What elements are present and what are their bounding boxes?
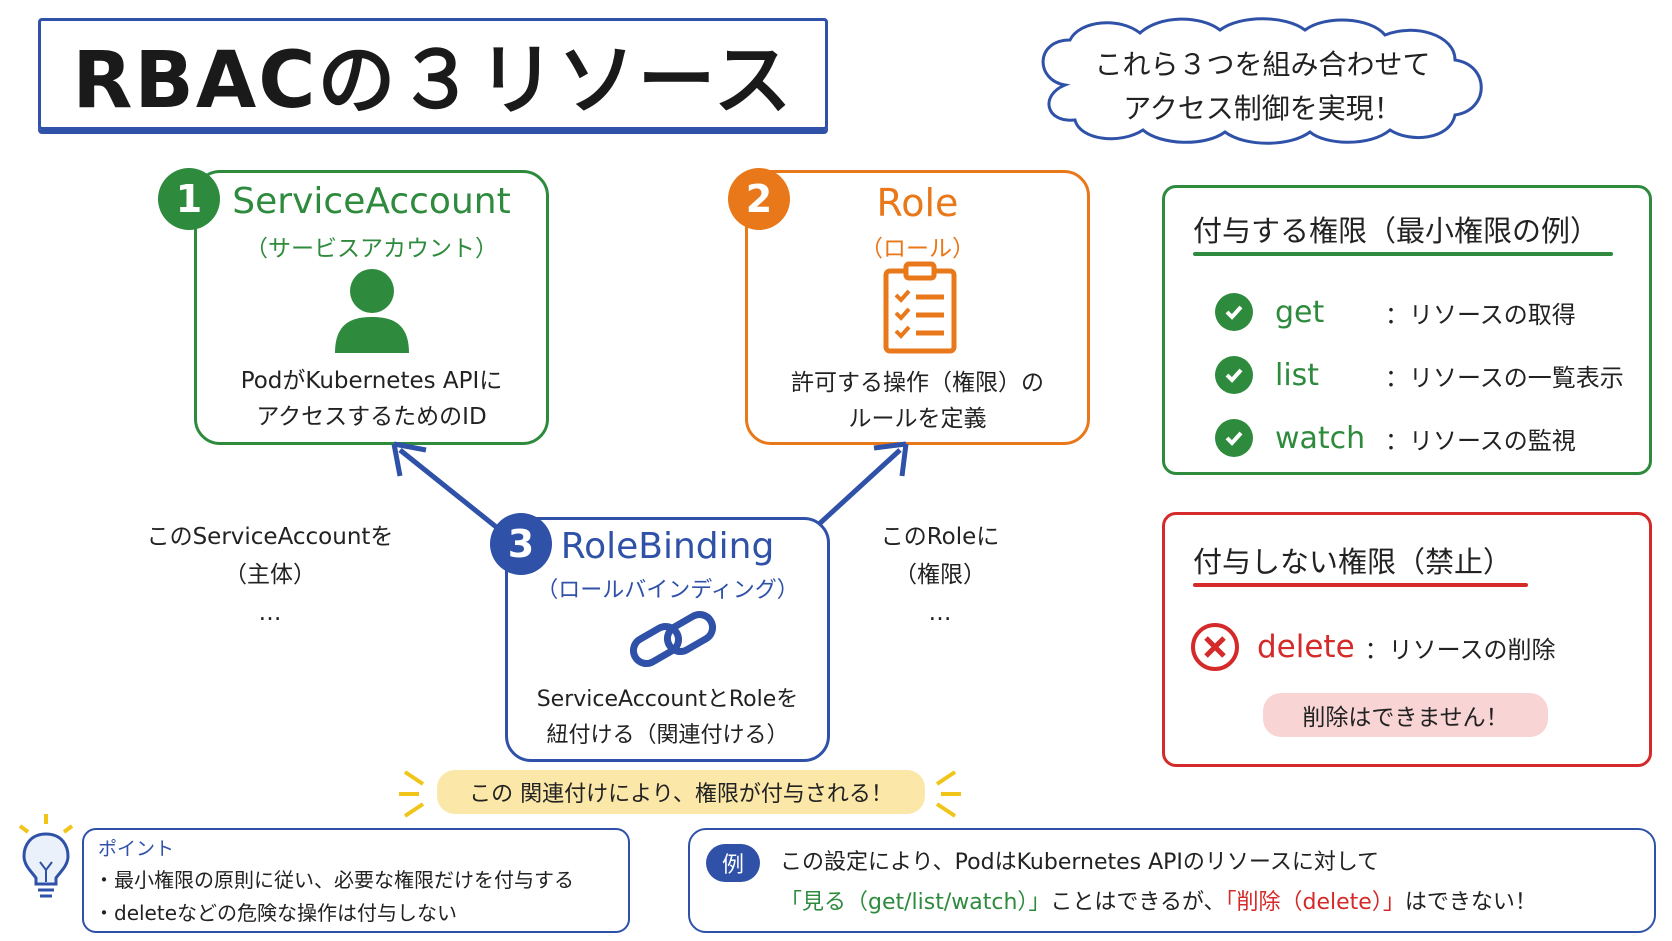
role-desc-2: ルールを定義 <box>848 406 987 432</box>
arrow-head-right-icon <box>873 441 909 477</box>
check-icon <box>1215 356 1253 394</box>
role-binding-name: RoleBinding <box>560 526 775 567</box>
check-icon <box>1215 293 1253 331</box>
granted-permissions-box: 付与する権限（最小権限の例） get ：リソースの取得 list ：リソースの一… <box>1162 185 1652 475</box>
clipboard-checklist-icon <box>883 261 957 354</box>
number-badge-1: 1 <box>158 168 220 230</box>
page-title: RBACの３リソース <box>72 36 794 126</box>
example-box: 例 この設定により、PodはKubernetes APIのリソースに対して 「見… <box>688 828 1656 933</box>
denied-permissions-box: 付与しない権限（禁止） delete ：リソースの削除 削除はできません！ <box>1162 512 1652 767</box>
granted-verb: watch <box>1275 420 1366 456</box>
denied-item-delete: delete ：リソースの削除 <box>1189 620 1555 674</box>
point-box: ポイント ・最小権限の原則に従い、必要な権限だけを付与する ・deleteなどの… <box>82 828 630 933</box>
right-note-1: このRoleに <box>880 524 1000 550</box>
number-badge-3: 3 <box>490 513 552 575</box>
service-account-desc-2: アクセスするためのID <box>256 404 487 430</box>
example-allowed: 「見る（get/list/watch）」 <box>780 890 1051 915</box>
service-account-desc-1: PodがKubernetes APIに <box>240 368 503 394</box>
cloud-callout: これら３つを組み合わせて アクセス制御を実現！ <box>1025 15 1500 145</box>
left-note-1: このServiceAccountを <box>146 524 394 550</box>
lightbulb-icon <box>18 814 74 898</box>
denied-title-underline <box>1193 583 1528 587</box>
role-binding-reading: （ロールバインディング） <box>536 578 799 603</box>
example-end: はできない！ <box>1404 890 1537 915</box>
service-account-name: ServiceAccount <box>232 181 511 222</box>
point-line-1: ・最小権限の原則に従い、必要な権限だけを付与する <box>94 868 574 892</box>
role-name: Role <box>876 181 959 225</box>
granted-verb: list <box>1275 357 1320 393</box>
granted-title-underline <box>1193 252 1613 256</box>
left-note: このServiceAccountを （主体） … <box>140 518 400 632</box>
example-mid: ことはできるが、 <box>1050 890 1226 915</box>
right-note: このRoleに （権限） … <box>840 518 1040 632</box>
point-line-2: ・deleteなどの危険な操作は付与しない <box>94 901 458 925</box>
cross-circle-icon <box>1191 623 1239 671</box>
role-card: Role （ロール） 許可する操作（権限）の ルールを定義 <box>745 170 1090 445</box>
role-binding-desc-1: ServiceAccountとRoleを <box>536 687 799 712</box>
example-line-1: この設定により、PodはKubernetes APIのリソースに対して <box>780 850 1380 875</box>
granted-verb: get <box>1275 294 1325 330</box>
granted-title: 付与する権限（最小権限の例） <box>1193 214 1600 248</box>
granted-item-watch: watch ：リソースの監視 <box>1215 416 1576 460</box>
chain-link-icon <box>629 611 717 667</box>
title-box: RBACの３リソース <box>38 18 828 130</box>
point-label: ポイント <box>98 838 175 860</box>
right-note-3: … <box>928 600 952 626</box>
denied-desc: ：リソースの削除 <box>1364 635 1556 664</box>
sparkle-lines-icon <box>399 770 961 818</box>
example-denied: 「削除（delete）」 <box>1225 890 1405 915</box>
granted-desc: ：リソースの一覧表示 <box>1385 363 1624 392</box>
right-note-2: （権限） <box>894 562 986 588</box>
denied-note: 削除はできません！ <box>1263 693 1548 737</box>
check-icon <box>1215 419 1253 457</box>
binding-banner: この 関連付けにより、権限が付与される！ <box>437 770 925 814</box>
number-badge-2: 2 <box>728 168 790 230</box>
user-icon <box>335 269 409 353</box>
service-account-reading: （サービスアカウント） <box>245 236 498 262</box>
arrow-head-left-icon <box>391 441 427 477</box>
granted-desc: ：リソースの取得 <box>1385 300 1576 329</box>
left-note-2: （主体） <box>224 562 316 588</box>
left-note-3: … <box>258 600 282 626</box>
binding-arrows <box>391 441 909 532</box>
role-binding-card: RoleBinding （ロールバインディング） ServiceAccountと… <box>505 517 830 762</box>
cloud-shape-icon <box>1041 17 1483 145</box>
cloud-line-2: アクセス制御を実現！ <box>1123 92 1402 125</box>
cloud-line-1: これら３つを組み合わせて <box>1094 48 1431 81</box>
granted-item-get: get ：リソースの取得 <box>1215 290 1576 334</box>
denied-verb: delete <box>1257 629 1355 665</box>
example-line-2: 「見る（get/list/watch）」ことはできるが、「削除（delete）」… <box>780 884 1537 916</box>
granted-desc: ：リソースの監視 <box>1385 426 1576 455</box>
role-reading: （ロール） <box>860 236 975 262</box>
role-desc-1: 許可する操作（権限）の <box>791 370 1044 396</box>
service-account-card: ServiceAccount （サービスアカウント） PodがKubernete… <box>194 170 549 445</box>
role-binding-desc-2: 紐付ける（関連付ける） <box>546 723 789 748</box>
denied-title: 付与しない権限（禁止） <box>1193 545 1513 579</box>
granted-item-list: list ：リソースの一覧表示 <box>1215 353 1624 397</box>
example-badge: 例 <box>706 844 760 882</box>
